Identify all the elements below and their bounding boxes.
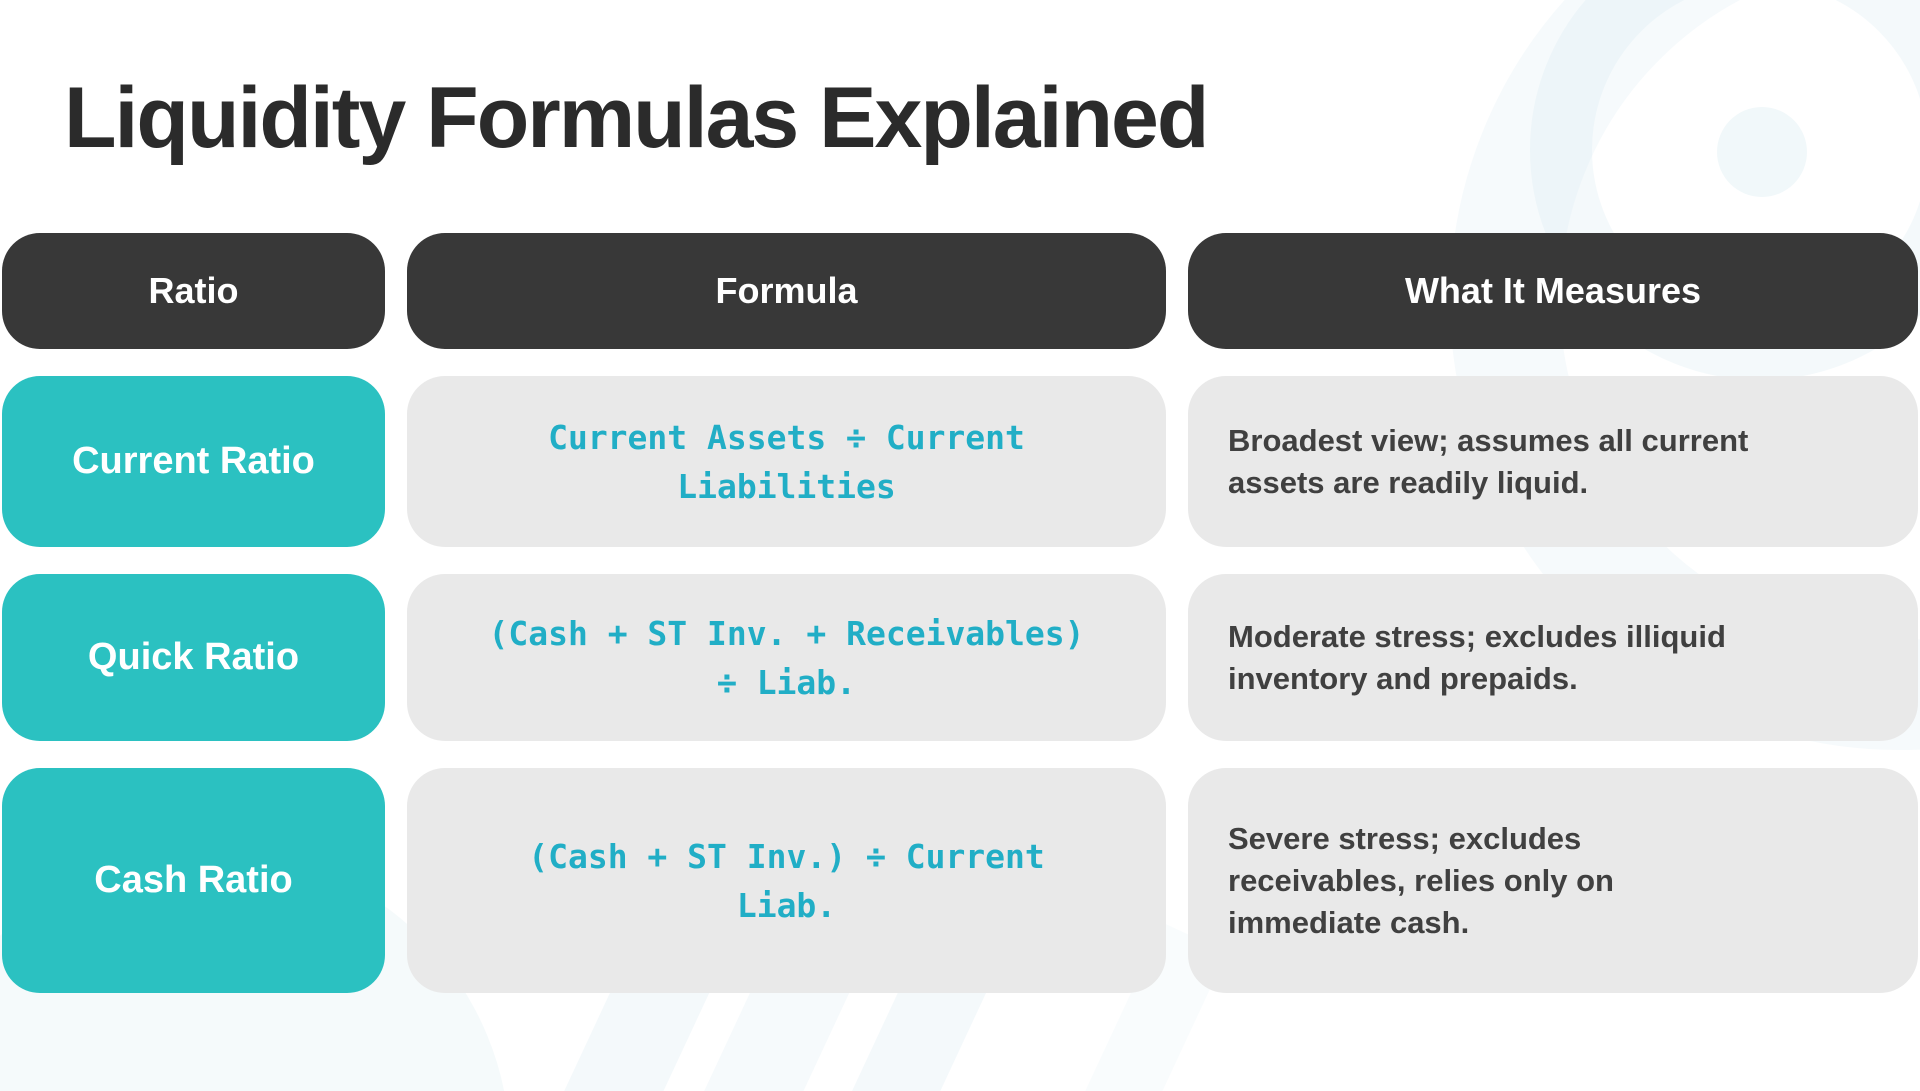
ratio-cell-cash-ratio: Cash Ratio xyxy=(2,768,385,993)
header-cell-measures: What It Measures xyxy=(1188,233,1918,349)
ratio-cell-quick-ratio: Quick Ratio xyxy=(2,574,385,741)
measures-cell-quick-ratio: Moderate stress; excludes illiquid inven… xyxy=(1188,574,1918,741)
formula-cell-current-ratio: Current Assets ÷ Current Liabilities xyxy=(407,376,1166,547)
liquidity-formulas-table: Ratio Formula What It Measures Current R… xyxy=(2,233,1918,993)
formula-cell-cash-ratio: (Cash + ST Inv.) ÷ Current Liab. xyxy=(407,768,1166,993)
header-cell-formula: Formula xyxy=(407,233,1166,349)
measures-cell-cash-ratio: Severe stress; excludes receivables, rel… xyxy=(1188,768,1918,993)
ratio-cell-current-ratio: Current Ratio xyxy=(2,376,385,547)
header-cell-ratio: Ratio xyxy=(2,233,385,349)
formula-cell-quick-ratio: (Cash + ST Inv. + Receivables) ÷ Liab. xyxy=(407,574,1166,741)
background-decoration xyxy=(1717,107,1807,197)
page-title: Liquidity Formulas Explained xyxy=(64,70,1209,166)
measures-cell-current-ratio: Broadest view; assumes all current asset… xyxy=(1188,376,1918,547)
